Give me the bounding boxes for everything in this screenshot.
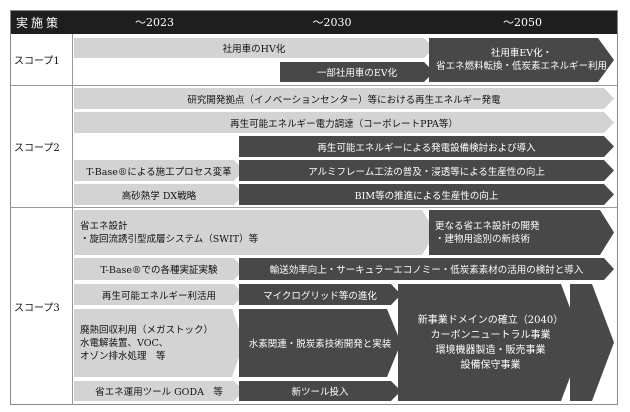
bar-goda-tool: 省エネ運用ツール GODA 等 — [74, 381, 244, 401]
bar-label: 高砂熱学 DX戦略 — [121, 190, 197, 202]
bar-partial-ev: 一部社用車のEV化 — [280, 62, 434, 82]
bar-label-line2: カーボンニュートラル事業 — [430, 329, 551, 341]
bar-label-line3: 環境機器製造・販売事業 — [435, 344, 546, 356]
bar-aluminum-frame: アルミフレーム工法の普及・浸透等による生産性の向上 — [239, 160, 614, 181]
scope3-label: スコープ3 — [14, 302, 60, 314]
bar-bim: BIM等の推進による生産性の向上 — [239, 184, 614, 205]
bar-energy-design: 省エネ設計 ・旋回流誘引型成層システム（SWIT）等 — [74, 210, 436, 255]
bar-renewable-use: 再生可能エネルギー利活用 — [74, 284, 244, 305]
bar-label: 研究開発拠点（イノベーションセンター）等における再生エネルギー発電 — [187, 94, 501, 106]
scope-divider — [10, 207, 618, 208]
header-measures: 実施策 — [10, 10, 72, 34]
bar-label: 再生可能エネルギー電力調達（コーポレートPPA等） — [230, 118, 458, 130]
bar-label-line2: ・建物用途別の新技術 — [435, 233, 531, 245]
bar-label: 再生可能エネルギーによる発電設備検討および導入 — [317, 142, 536, 154]
bar-hydrogen: 水素関連・脱炭素技術開発と実装 — [239, 309, 401, 377]
scope1-label: スコープ1 — [14, 56, 60, 67]
bar-label-line2: ・旋回流誘引型成層システム（SWIT）等 — [80, 233, 259, 245]
bar-label: 水素関連・脱炭素技術開発と実装 — [248, 339, 392, 350]
header-2050: ～2050 — [427, 10, 618, 34]
column-divider — [72, 34, 73, 405]
bar-label: 一部社用車のEV化 — [316, 68, 398, 79]
scope-divider — [10, 85, 618, 86]
bar-solar-install: 再生可能エネルギーによる発電設備検討および導入 — [239, 136, 614, 157]
scope2-label: スコープ2 — [14, 142, 60, 154]
bar-research-renewable: 研究開発拠点（イノベーションセンター）等における再生エネルギー発電 — [74, 88, 614, 109]
bar-label-line2: 水電解装置、VOC、 — [80, 337, 169, 349]
bar-label-line1: 新事業ドメインの確立（2040） — [417, 314, 564, 326]
bar-label: アルミフレーム工法の普及・浸透等による生産性の向上 — [308, 166, 545, 178]
bar-waste-heat: 廃熱回収利用（メガストック） 水電解装置、VOC、 オゾン排水処理 等 — [74, 309, 244, 377]
bar-new-tool: 新ツール投入 — [239, 381, 401, 401]
bar-label-line4: 設備保守事業 — [460, 359, 521, 371]
bar-label-line1: 更なる省エネ設計の開発 — [435, 220, 540, 232]
bar-label-line1: 社用車EV化・ — [490, 48, 553, 59]
bar-label: T-Base®による施工プロセス変革 — [86, 166, 232, 178]
bar-label-line2: 省エネ燃料転換・低炭素エネルギー利用 — [435, 61, 607, 72]
bar-hv-company-cars: 社用車のHV化 — [74, 38, 434, 58]
bar-label: マイクログリッド等の進化 — [263, 290, 377, 302]
bar-transport-circular: 輸送効率向上・サーキュラーエコノミー・低炭素素材の活用の検討と導入 — [239, 258, 614, 280]
bar-label-line1: 廃熱回収利用（メガストック） — [80, 324, 214, 336]
header-2023: ～2023 — [72, 10, 237, 34]
bar-label-line1: 省エネ設計 — [80, 220, 128, 232]
bar-further-design-2050: 更なる省エネ設計の開発 ・建物用途別の新技術 — [429, 210, 614, 255]
header-2030: ～2030 — [237, 10, 427, 34]
bar-label: T-Base®での各種実証実験 — [100, 265, 218, 276]
bar-takasago-dx: 高砂熱学 DX戦略 — [74, 184, 244, 205]
bar-label: 新ツール投入 — [291, 387, 349, 398]
bar-label: BIM等の推進による生産性の向上 — [354, 190, 499, 202]
bar-tbase-process: T-Base®による施工プロセス変革 — [74, 160, 244, 181]
bar-label: 再生可能エネルギー利活用 — [101, 290, 216, 302]
bar-ev-fuel-2050: 社用車EV化・ 省エネ燃料転換・低炭素エネルギー利用 — [429, 38, 614, 82]
bar-label: 社用車のHV化 — [222, 44, 286, 55]
bar-tbase-trials: T-Base®での各種実証実験 — [74, 258, 244, 280]
bar-new-business-domain: 新事業ドメインの確立（2040） カーボンニュートラル事業 環境機器製造・販売事… — [398, 284, 583, 401]
bar-label: 輸送効率向上・サーキュラーエコノミー・低炭素素材の活用の検討と導入 — [269, 265, 584, 276]
bar-label-line3: オゾン排水処理 等 — [80, 350, 166, 362]
bar-ppa: 再生可能エネルギー電力調達（コーポレートPPA等） — [74, 112, 614, 133]
bar-microgrid: マイクログリッド等の進化 — [239, 284, 401, 305]
bar-label: 省エネ運用ツール GODA 等 — [95, 387, 223, 398]
